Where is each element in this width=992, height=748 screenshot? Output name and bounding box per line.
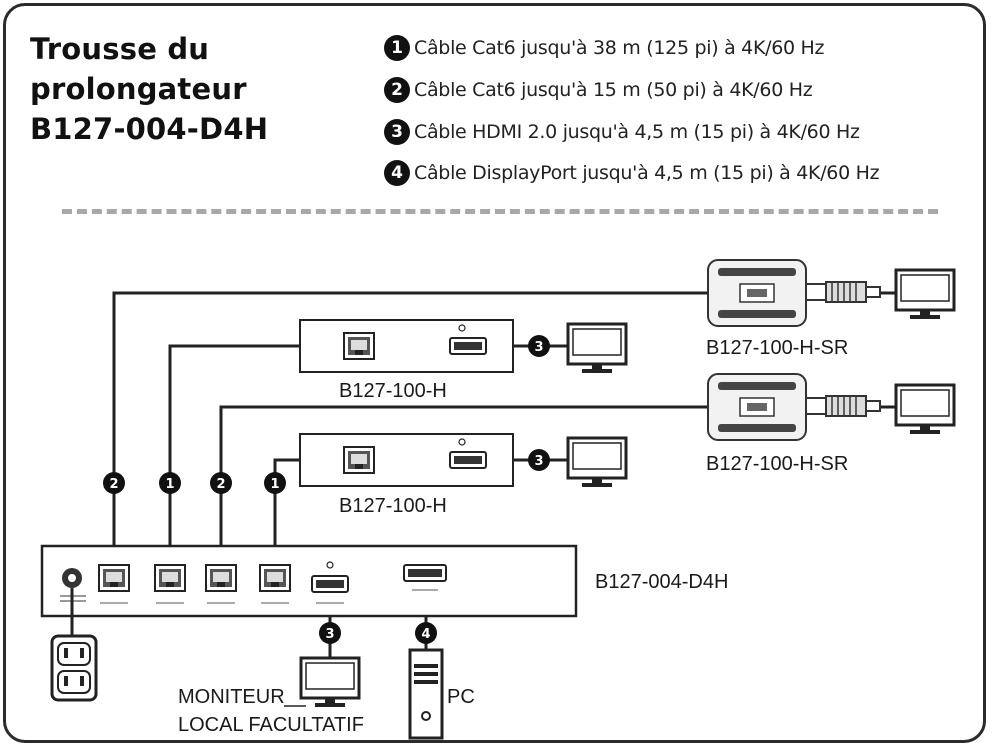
legend-label: Câble Cat6 jusqu'à 15 m (50 pi) à 4K/60 …: [414, 79, 813, 101]
svg-text:4: 4: [421, 627, 430, 642]
splitter-label: B127-004-D4H: [595, 571, 728, 593]
rj45-port-icon: [98, 564, 130, 592]
receiver-sr-top: [707, 259, 881, 327]
cable-badge-3: 3: [528, 335, 550, 357]
receiver-sr-bottom: [707, 373, 881, 441]
kit-title-line-1: Trousse du: [30, 32, 210, 66]
legend-item-2: 2 Câble Cat6 jusqu'à 15 m (50 pi) à 4K/6…: [384, 75, 813, 105]
legend-item-4: 4 Câble DisplayPort jusqu'à 4,5 m (15 pi…: [384, 158, 880, 188]
kit-title-line-2: prolongateur: [30, 72, 247, 106]
rj45-port-icon: [154, 564, 186, 592]
svg-text:1: 1: [165, 477, 174, 492]
pc-label: PC: [447, 686, 475, 708]
kit-title-line-3: B127-004-D4H: [30, 112, 269, 146]
cable-badge-2: 2: [103, 472, 125, 494]
power-outlet-icon: [50, 588, 98, 702]
monitor-icon: [566, 322, 628, 375]
receiver-h-bottom: [299, 433, 514, 487]
cable-badge-4: 4: [415, 622, 437, 644]
monitor-icon: [894, 268, 956, 321]
cable-port3-to-sr-bottom: [219, 405, 708, 568]
diagram-frame: [3, 3, 986, 743]
legend-number-badge: 1: [384, 35, 410, 61]
cable-badge-2: 2: [210, 472, 232, 494]
svg-text:3: 3: [325, 627, 334, 642]
receiver-sr-bottom-label: B127-100-H-SR: [706, 453, 848, 475]
local-monitor-icon: [299, 656, 361, 709]
local-monitor-label-line-2: LOCAL FACULTATIF: [178, 714, 364, 736]
receiver-h-top-label: B127-100-H: [339, 380, 447, 402]
legend-item-3: 3 Câble HDMI 2.0 jusqu'à 4,5 m (15 pi) à…: [384, 117, 860, 147]
receiver-h-top: [299, 319, 514, 373]
svg-text:2: 2: [216, 477, 225, 492]
legend-number-badge: 4: [384, 160, 410, 186]
receiver-h-bottom-label: B127-100-H: [339, 495, 447, 517]
svg-text:3: 3: [534, 454, 543, 469]
legend-label: Câble DisplayPort jusqu'à 4,5 m (15 pi) …: [414, 162, 880, 184]
svg-text:2: 2: [109, 477, 118, 492]
rj45-port-icon: [205, 564, 237, 592]
monitor-icon: [566, 436, 628, 489]
legend-label: Câble HDMI 2.0 jusqu'à 4,5 m (15 pi) à 4…: [414, 121, 860, 143]
svg-text:1: 1: [270, 477, 279, 492]
legend-number-badge: 3: [384, 119, 410, 145]
cable-badge-1: 1: [264, 472, 286, 494]
pc-tower-icon: [408, 648, 444, 740]
cable-badge-3: 3: [319, 622, 341, 644]
local-monitor-label-line-1: MONITEUR: [178, 686, 285, 708]
hdmi-port-icon: [311, 575, 349, 593]
splitter-unit: [40, 544, 578, 618]
rj45-port-icon: [259, 564, 291, 592]
cable-badge-3: 3: [528, 449, 550, 471]
section-divider: [62, 209, 938, 214]
receiver-sr-top-label: B127-100-H-SR: [706, 337, 848, 359]
legend-item-1: 1 Câble Cat6 jusqu'à 38 m (125 pi) à 4K/…: [384, 33, 824, 63]
legend-number-badge: 2: [384, 77, 410, 103]
legend-label: Câble Cat6 jusqu'à 38 m (125 pi) à 4K/60…: [414, 37, 825, 59]
cable-badge-1: 1: [159, 472, 181, 494]
svg-text:3: 3: [534, 340, 543, 355]
monitor-icon: [894, 383, 956, 436]
